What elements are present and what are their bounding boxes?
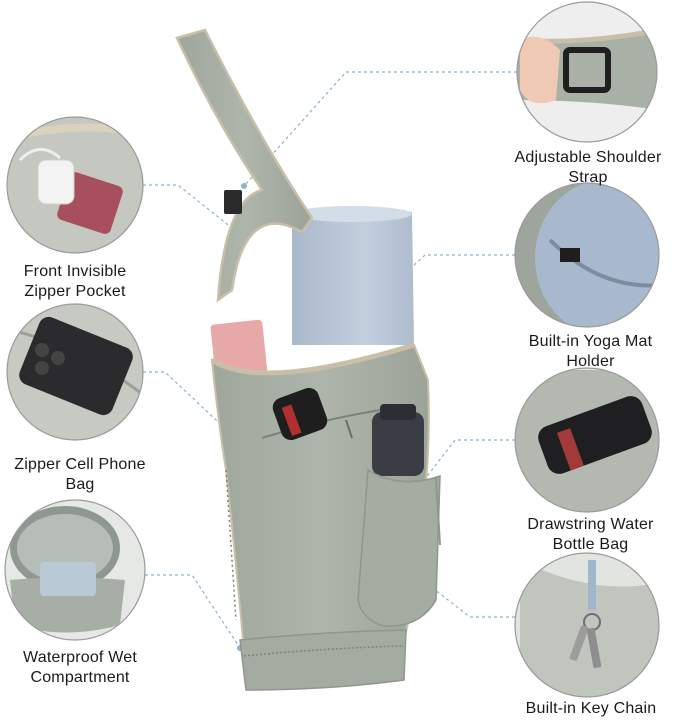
label-bottle-bag: Drawstring Water Bottle Bag: [508, 515, 673, 555]
label-shoulder-strap: Adjustable Shoulder Strap: [498, 148, 678, 188]
detail-mat-holder: [514, 182, 660, 328]
detail-front-pocket: [6, 116, 144, 254]
connector-front-pocket: [143, 184, 233, 229]
folded-clothes: [40, 562, 96, 596]
label-phone-bag-line1: Zipper Cell Phone: [14, 456, 146, 473]
label-key-chain: Built-in Key Chain: [506, 699, 676, 719]
connector-shoulder-strap: [243, 71, 517, 187]
shoulder-strap: [175, 28, 314, 303]
detail-shoulder-strap: [516, 1, 658, 143]
connector-key-chain: [411, 571, 515, 618]
connector-lines: [143, 71, 517, 649]
label-front-pocket-line2: Zipper Pocket: [24, 283, 126, 300]
label-shoulder-strap-line1: Adjustable Shoulder: [514, 149, 662, 166]
strap-buckle: [224, 190, 242, 214]
label-bottle-bag-line2: Bottle Bag: [552, 536, 629, 553]
charger: [37, 159, 75, 205]
key-1: [569, 625, 589, 661]
detail-key-chain: [514, 552, 660, 698]
detail-wet-compartment: [4, 499, 146, 641]
label-wet-compartment-line2: Compartment: [30, 669, 130, 686]
label-front-pocket-line1: Front Invisible: [23, 263, 127, 280]
label-phone-bag-line2: Bag: [65, 476, 95, 493]
label-front-pocket: Front Invisible Zipper Pocket: [5, 262, 145, 302]
phone: [19, 316, 133, 416]
detail-bottle-bag: [514, 367, 660, 513]
label-key-chain-line1: Built-in Key Chain: [525, 700, 657, 717]
label-wet-compartment-line1: Waterproof Wet: [23, 649, 137, 666]
connector-wet-compartment: [145, 574, 241, 649]
key-2: [586, 627, 602, 669]
connector-bottle-bag: [417, 439, 515, 489]
connector-phone-bag: [143, 371, 233, 436]
label-bottle-bag-line1: Drawstring Water: [527, 516, 654, 533]
label-mat-holder-line1: Built-in Yoga Mat: [528, 333, 653, 350]
label-wet-compartment: Waterproof Wet Compartment: [5, 648, 155, 688]
label-phone-bag: Zipper Cell Phone Bag: [0, 455, 160, 495]
connector-mat-holder: [399, 254, 515, 279]
bottle-pouch: [357, 468, 441, 627]
label-mat-holder: Built-in Yoga Mat Holder: [508, 332, 673, 372]
label-shoulder-strap-line2: Strap: [568, 169, 608, 186]
yoga-mat-roll: [292, 209, 414, 345]
label-mat-holder-line2: Holder: [566, 353, 615, 370]
detail-phone-bag: [6, 303, 144, 441]
strap-buckle-closeup: [563, 47, 611, 93]
yoga-bag-main: [175, 28, 441, 691]
water-bottle: [372, 412, 424, 476]
black-bottle: [272, 387, 328, 441]
